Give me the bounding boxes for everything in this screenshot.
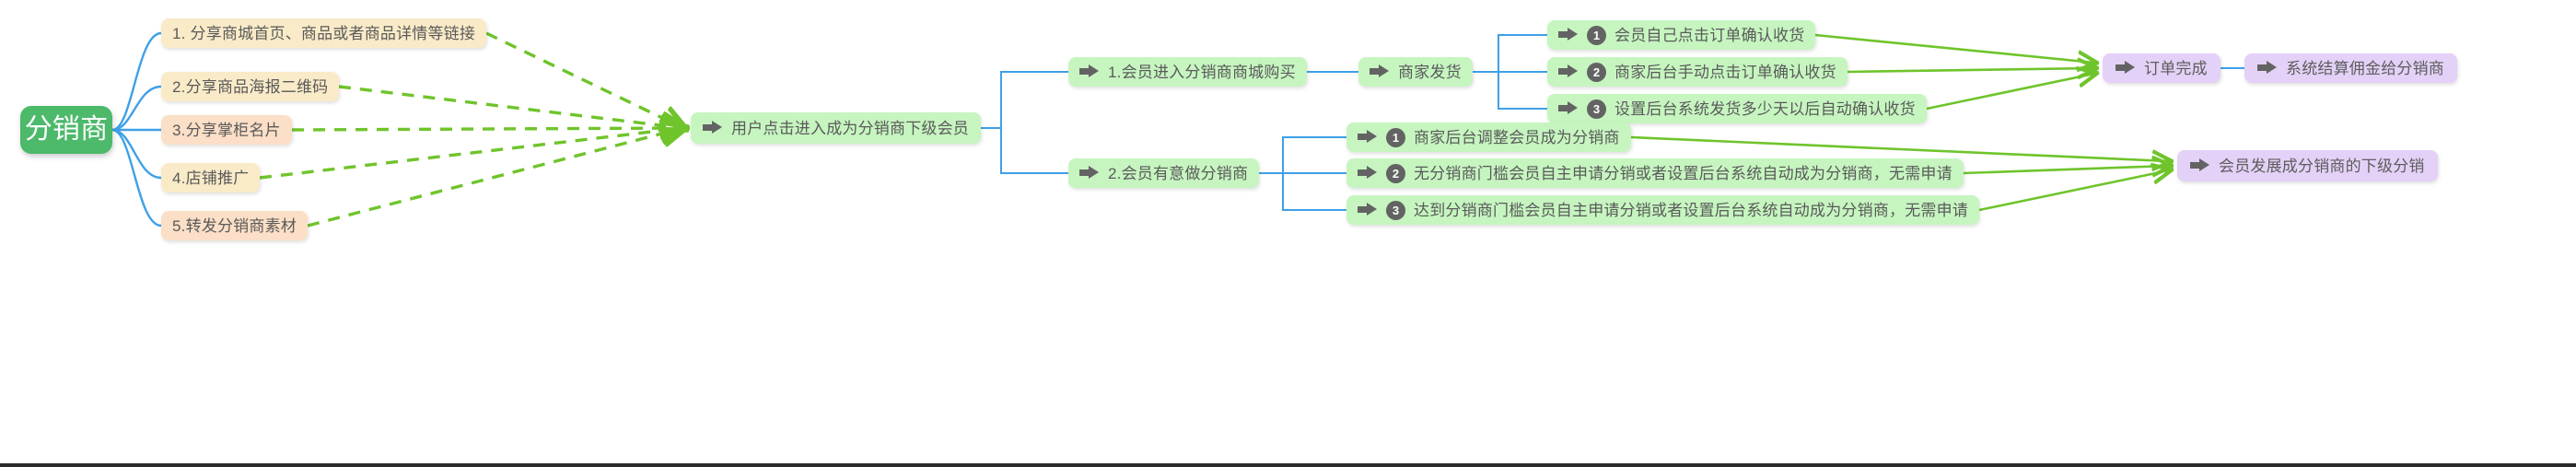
arrow-right-icon (1558, 27, 1579, 43)
branch-node-2-label: 2.会员有意做分销商 (1108, 164, 1249, 182)
arrow-right-icon (2257, 60, 2278, 76)
confirm-option-3-number: 3 (1587, 99, 1606, 119)
become-option-2[interactable]: 2 无分销商门槛会员自主申请分销或者设置后台系统自动成为分销商，无需申请 (1346, 158, 1964, 188)
share-method-2-label: 2.分享商品海报二维码 (172, 77, 329, 96)
confirm-option-1-label: 会员自己点击订单确认收货 (1614, 26, 1805, 44)
confirm-option-2-label: 商家后台手动点击订单确认收货 (1614, 63, 1836, 81)
arrow-right-icon (1358, 165, 1378, 181)
order-complete-node[interactable]: 订单完成 (2103, 53, 2220, 83)
arrow-right-icon (1370, 64, 1390, 80)
commission-settlement-node[interactable]: 系统结算佣金给分销商 (2244, 53, 2457, 83)
become-option-2-number: 2 (1386, 163, 1405, 183)
arrow-right-icon (1079, 165, 1100, 181)
commission-settlement-label: 系统结算佣金给分销商 (2286, 59, 2444, 77)
become-option-1-label: 商家后台调整会员成为分销商 (1414, 128, 1620, 146)
arrow-right-icon (2116, 60, 2136, 76)
confirm-option-1[interactable]: 1 会员自己点击订单确认收货 (1547, 20, 1816, 50)
hub-node-label: 用户点击进入成为分销商下级会员 (731, 119, 969, 137)
arrow-right-icon (1358, 129, 1378, 146)
share-method-5[interactable]: 5.转发分销商素材 (161, 211, 308, 240)
share-method-4-label: 4.店铺推广 (172, 169, 250, 187)
branch-node-1-member-purchase[interactable]: 1.会员进入分销商商城购买 (1068, 57, 1307, 87)
arrow-right-icon (1079, 64, 1100, 80)
root-branch-edges (111, 31, 162, 228)
share-method-4[interactable]: 4.店铺推广 (161, 163, 261, 193)
branch-node-2-wants-distributor[interactable]: 2.会员有意做分销商 (1068, 158, 1260, 188)
share-method-3[interactable]: 3.分享掌柜名片 (161, 115, 292, 145)
confirm-option-2-number: 2 (1587, 62, 1606, 82)
share-method-2[interactable]: 2.分享商品海报二维码 (161, 72, 340, 101)
arrow-right-icon (703, 120, 723, 136)
become-option-2-label: 无分销商门槛会员自主申请分销或者设置后台系统自动成为分销商，无需申请 (1414, 164, 1952, 182)
bottom-rule (0, 463, 2576, 467)
merchant-ship-label: 商家发货 (1398, 63, 1462, 81)
become-option-1-number: 1 (1386, 127, 1405, 147)
become-option-3-number: 3 (1386, 200, 1405, 220)
share-method-1-label: 1. 分享商城首页、商品或者商品详情等链接 (172, 24, 476, 42)
arrow-right-icon (2190, 158, 2210, 174)
confirm-option-3-label: 设置后台系统发货多少天以后自动确认收货 (1614, 99, 1916, 118)
become-option-3-label: 达到分销商门槛会员自主申请分销或者设置后台系统自动成为分销商，无需申请 (1414, 201, 1968, 219)
share-method-1[interactable]: 1. 分享商城首页、商品或者商品详情等链接 (161, 18, 487, 48)
become-option-3[interactable]: 3 达到分销商门槛会员自主申请分销或者设置后台系统自动成为分销商，无需申请 (1346, 195, 1979, 225)
hub-branch-edges (981, 71, 1068, 174)
share-method-5-label: 5.转发分销商素材 (172, 216, 297, 235)
become-option-1[interactable]: 1 商家后台调整会员成为分销商 (1346, 123, 1631, 152)
arrow-right-icon (1358, 202, 1378, 218)
share-method-3-label: 3.分享掌柜名片 (172, 121, 281, 139)
confirm-option-3[interactable]: 3 设置后台系统发货多少天以后自动确认收货 (1547, 94, 1927, 123)
confirm-option-2[interactable]: 2 商家后台手动点击订单确认收货 (1547, 57, 1847, 87)
hub-node-become-sub-member[interactable]: 用户点击进入成为分销商下级会员 (691, 112, 981, 144)
downline-development-node[interactable]: 会员发展成分销商的下级分销 (2177, 150, 2438, 181)
root-node-distributor[interactable]: 分销商 (20, 106, 112, 154)
confirm-option-1-number: 1 (1587, 25, 1606, 45)
arrow-right-icon (1558, 64, 1579, 80)
share-to-hub-edges (259, 31, 683, 228)
root-node-label: 分销商 (24, 114, 109, 145)
arrow-right-icon (1558, 100, 1579, 117)
downline-development-label: 会员发展成分销商的下级分销 (2219, 157, 2425, 175)
merchant-ship-node[interactable]: 商家发货 (1358, 57, 1473, 87)
order-complete-label: 订单完成 (2144, 59, 2208, 77)
branch2-edges (1259, 136, 1346, 211)
branch-node-1-label: 1.会员进入分销商商城购买 (1108, 63, 1296, 81)
